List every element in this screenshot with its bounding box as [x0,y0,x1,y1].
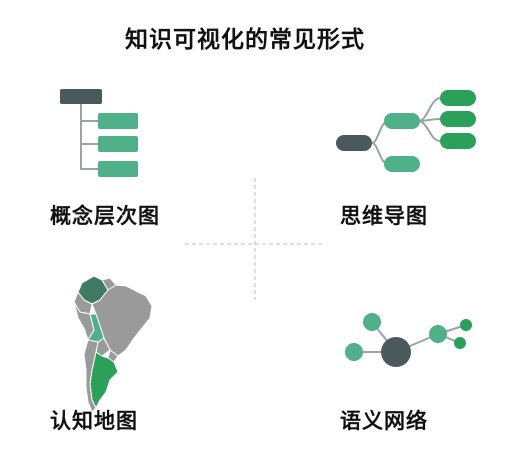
semantic-network-icon [345,313,472,367]
network-node [454,337,466,349]
network-node [363,313,381,331]
network-node [429,325,447,343]
concept-hierarchy-icon [60,89,138,177]
mind-map-leaf-node [440,133,476,149]
label-cognitive-map: 认知地图 [50,409,138,433]
mind-map-root-node [336,135,372,151]
mind-map-icon [371,97,441,165]
label-mind-map: 思维导图 [340,204,428,228]
mind-map-branch-node [384,113,420,129]
south-america-map-icon [73,275,153,413]
mind-map-branch-node [384,156,420,172]
label-concept-hierarchy: 概念层次图 [50,204,160,228]
network-node [345,343,363,361]
network-node [460,319,472,331]
page-title: 知识可视化的常见形式 [125,27,365,53]
mind-map-leaf-node [440,90,476,106]
mind-map-leaf-node [440,111,476,127]
network-central-node [381,337,411,367]
label-semantic-network: 语义网络 [340,409,428,433]
quadrant-divider [185,178,325,300]
